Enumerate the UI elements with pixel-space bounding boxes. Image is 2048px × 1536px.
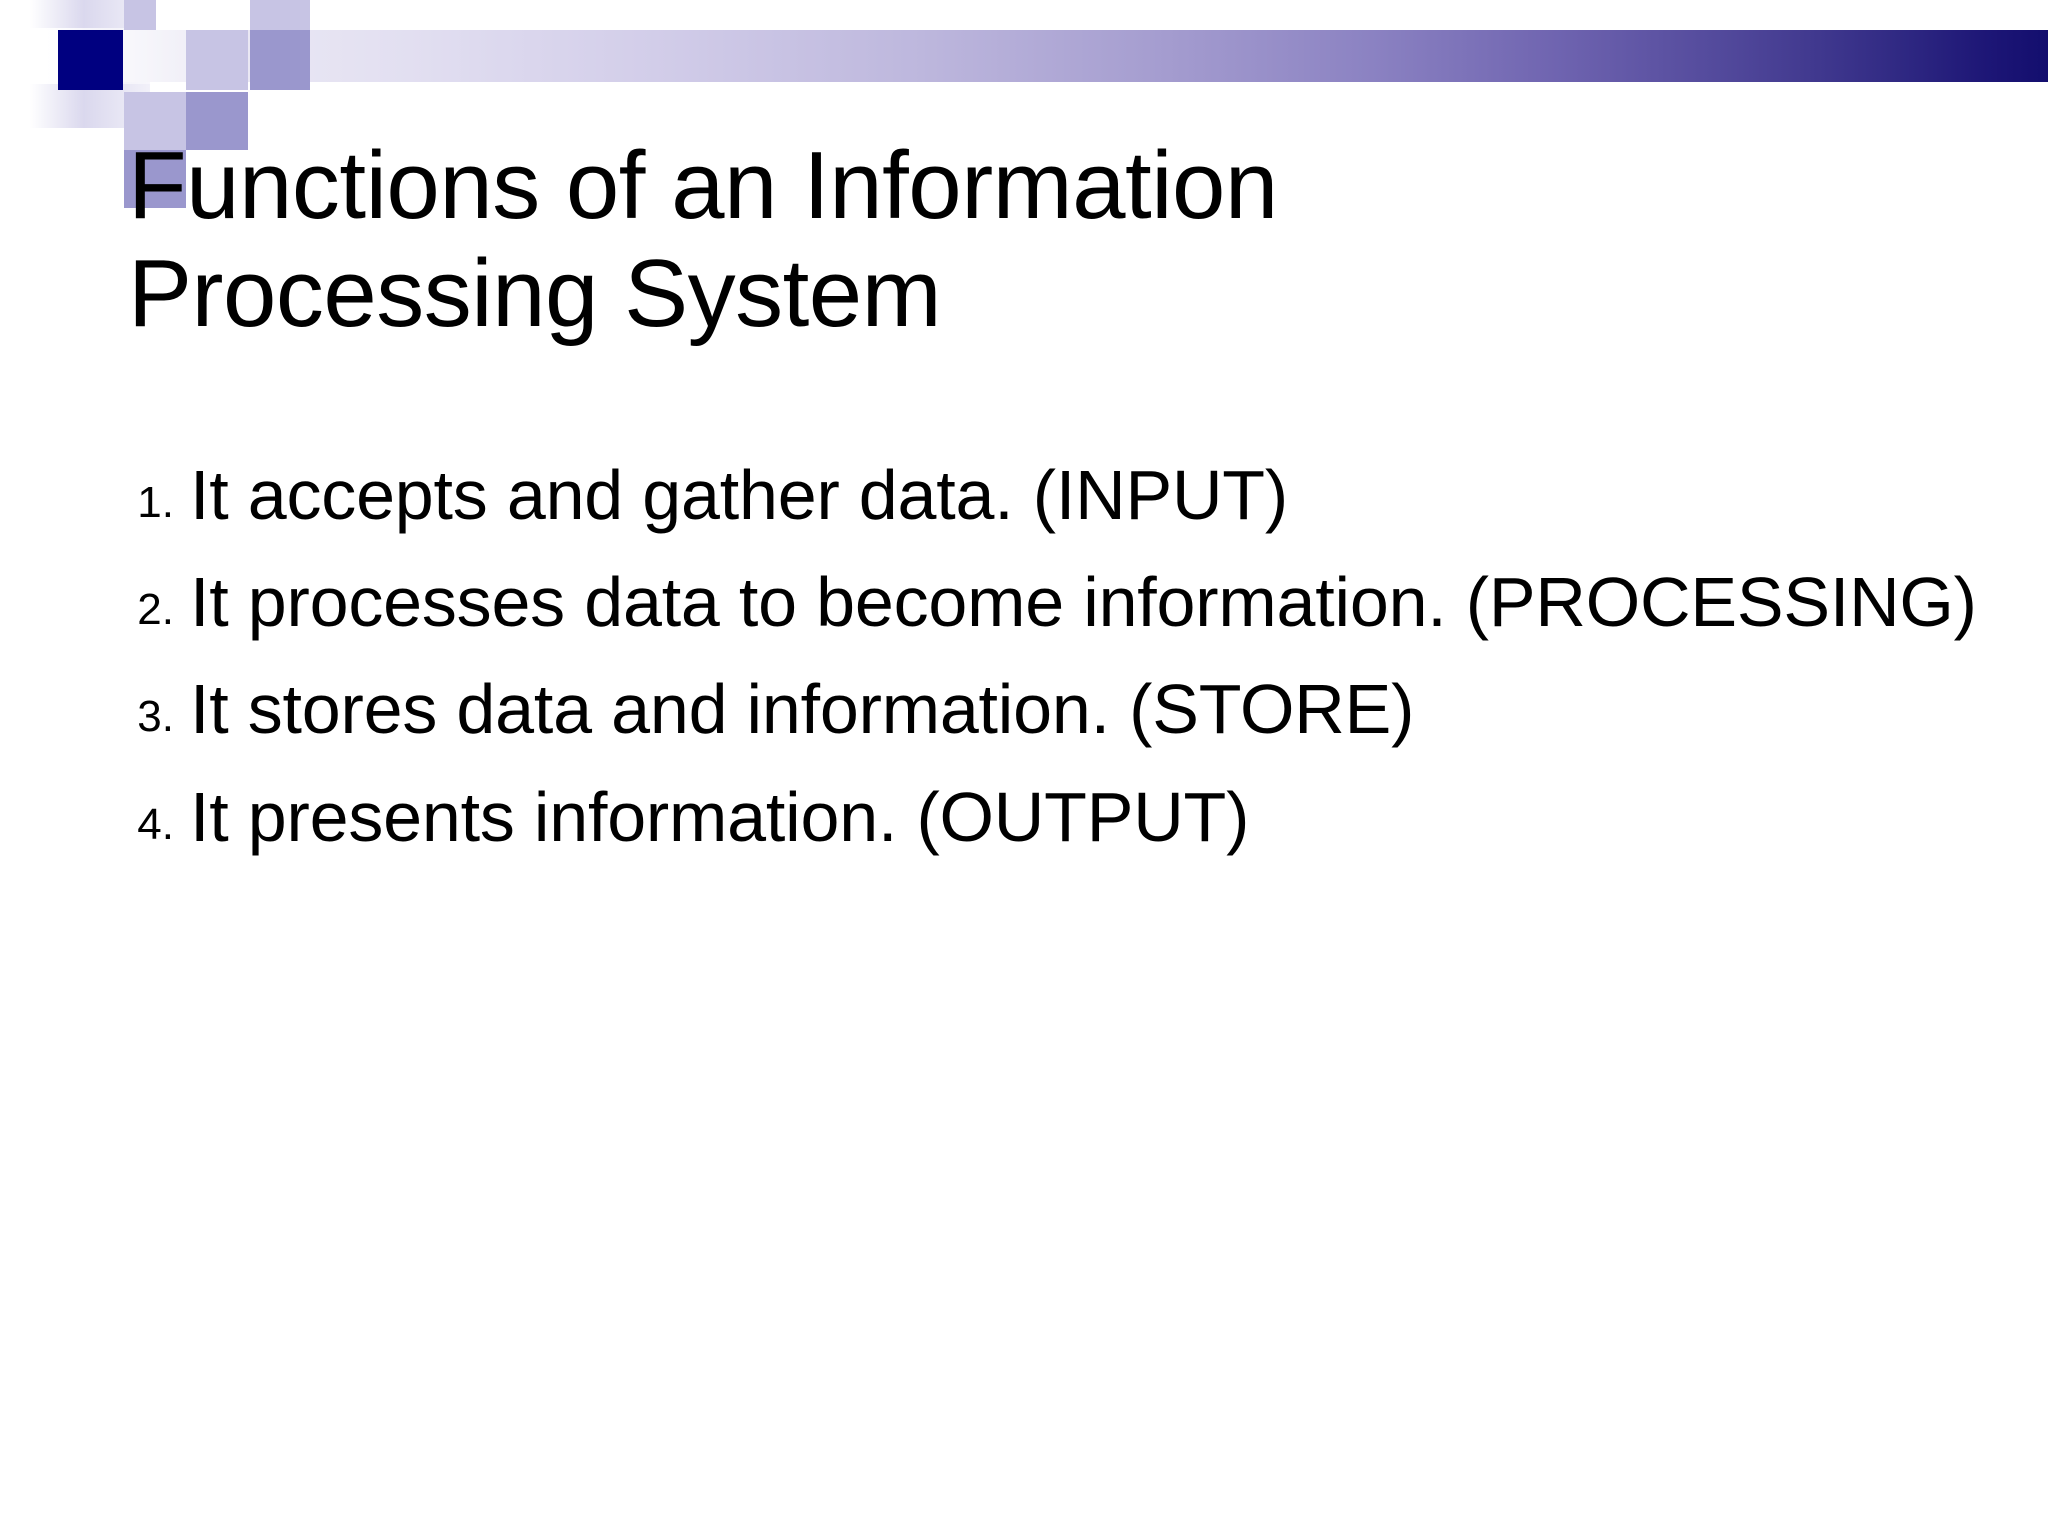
pixel-square-light-2: [186, 30, 248, 90]
page-title: Functions of an Information Processing S…: [128, 132, 1628, 347]
header-decoration: [0, 0, 2048, 208]
list-item-number: 3.: [137, 692, 174, 742]
pixel-square-light-0: [124, 0, 156, 30]
list-item-text: It presents information. (OUTPUT): [190, 777, 1250, 856]
pixel-square-mid-3: [124, 150, 186, 208]
list-item-number: 4.: [137, 799, 174, 849]
list-item: 2. It processes data to become informati…: [100, 562, 1980, 643]
list-item-number: 2.: [137, 585, 174, 635]
list-item: 1. It accepts and gather data. (INPUT): [100, 455, 1980, 536]
header-gradient-bar: [0, 30, 2048, 82]
pixel-square-mid-2: [186, 92, 248, 150]
list-item-number: 1.: [137, 478, 174, 527]
list-item: 4. It presents information. (OUTPUT): [100, 777, 1980, 858]
list-item-text: It stores data and information. (STORE): [190, 670, 1415, 749]
page-title-line-2: Processing System: [128, 239, 942, 347]
page-title-line-1: Functions of an Information: [128, 132, 1278, 239]
list-item: 3. It stores data and information. (STOR…: [100, 669, 1980, 750]
pixel-square-dark: [58, 30, 123, 90]
pixel-square-light-3: [124, 92, 186, 150]
list-item-text: It processes data to become information.…: [190, 563, 1977, 642]
pixel-square-mid-1: [250, 30, 310, 90]
list-item-text: It accepts and gather data. (INPUT): [190, 456, 1288, 534]
content-list: 1. It accepts and gather data. (INPUT) 2…: [100, 455, 1980, 884]
